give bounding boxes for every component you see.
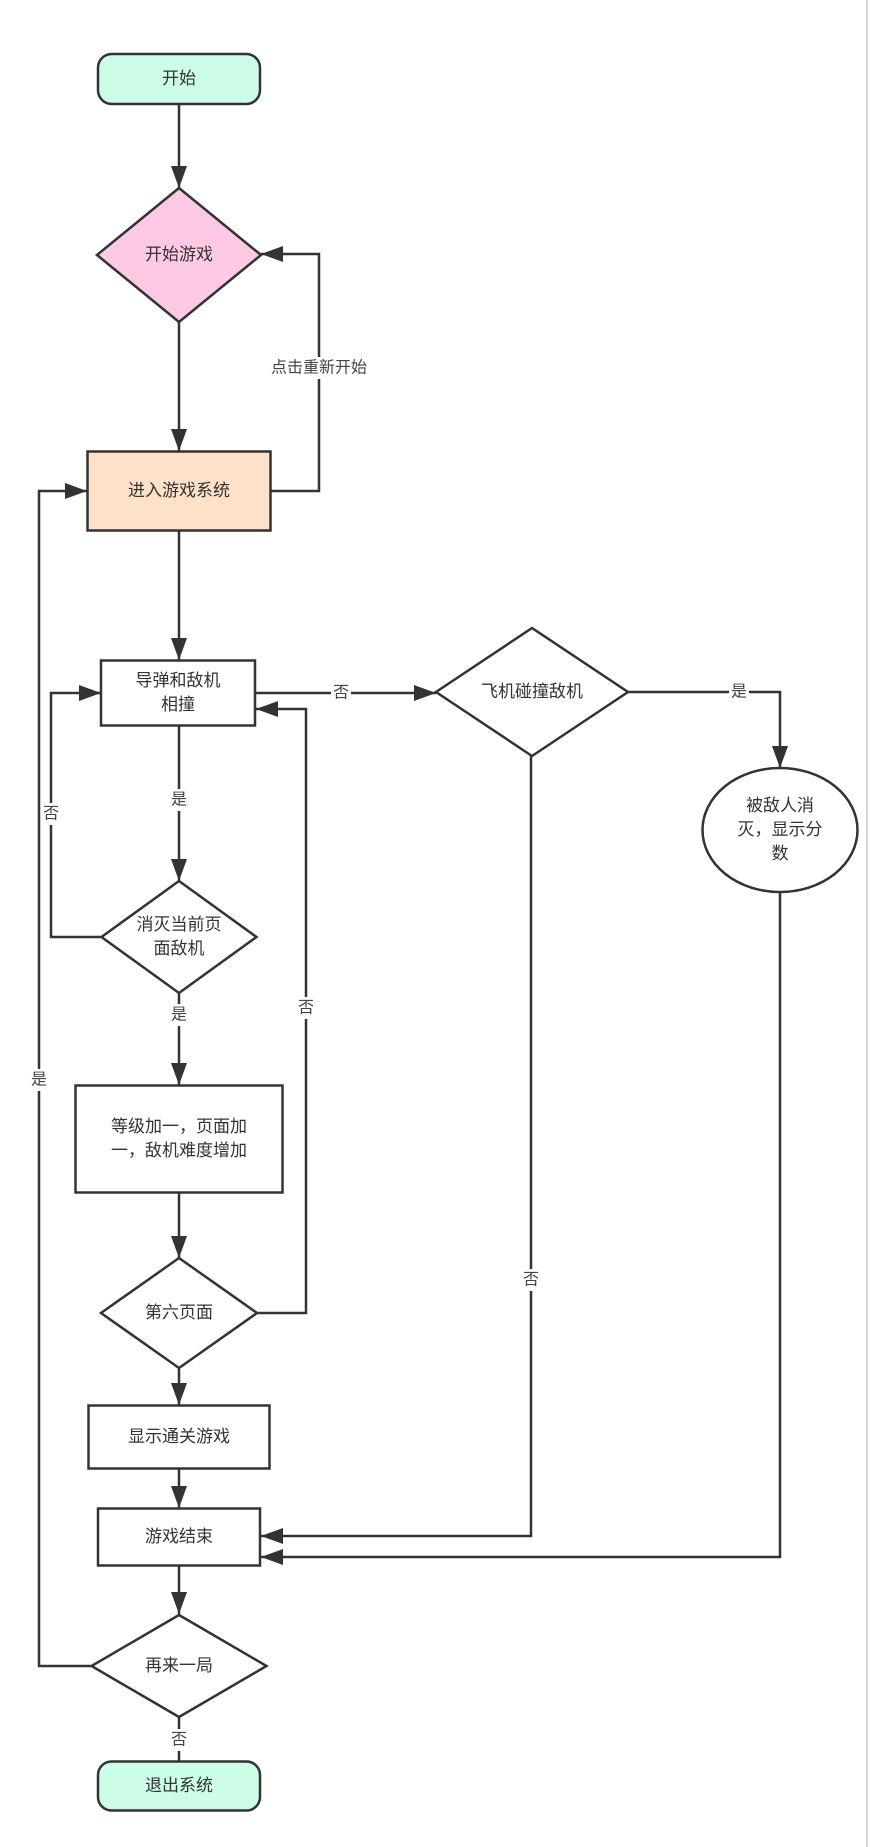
node-enter-system: 进入游戏系统	[86, 450, 272, 532]
edge-label-bg	[729, 681, 749, 703]
edge-plane-collide-to-destroyed-score	[628, 690, 788, 768]
edge-label: 否	[43, 804, 59, 823]
edge-destroyed-score-to-game-over	[261, 892, 782, 1565]
node-label: 灭，显示分	[738, 820, 823, 840]
edge-label-bg	[296, 997, 316, 1019]
node-label: 导弹和敌机	[136, 671, 221, 691]
edge-label: 是	[31, 1070, 47, 1089]
node-label: 等级加一，页面加	[111, 1117, 247, 1137]
node-label: 再来一局	[145, 1656, 213, 1676]
node-label: 第六页面	[145, 1303, 213, 1323]
edge-label: 是	[731, 682, 747, 701]
edge-label-bg	[41, 803, 61, 825]
edge-label-bg	[269, 357, 369, 379]
process-shape	[87, 1404, 271, 1470]
edge-label-bg	[29, 1069, 49, 1091]
ellipse-shape	[701, 766, 859, 894]
process-shape	[86, 450, 272, 532]
node-label: 相撞	[161, 695, 195, 715]
decision-shape	[98, 1256, 260, 1370]
node-label: 开始	[162, 69, 196, 89]
node-label: 消灭当前页	[137, 915, 222, 935]
node-label: 被敌人消	[746, 796, 814, 816]
terminal-shape	[96, 1760, 262, 1812]
edge-label: 点击重新开始	[271, 358, 367, 377]
node-show-clear: 显示通关游戏	[87, 1404, 271, 1470]
edge-label: 是	[171, 1005, 187, 1024]
decision-shape	[99, 879, 259, 995]
edge-label-bg	[169, 1729, 189, 1751]
node-plane-collide: 飞机碰撞敌机	[433, 626, 631, 758]
node-label: 退出系统	[145, 1776, 213, 1796]
decision-shape	[89, 1613, 269, 1719]
decision-shape	[433, 626, 631, 758]
node-label: 游戏结束	[145, 1527, 213, 1547]
edge-label: 否	[523, 1270, 539, 1289]
terminal-shape	[96, 52, 262, 106]
edge-label-bg	[331, 682, 351, 704]
edge-label: 否	[333, 683, 349, 702]
process-shape	[74, 1084, 284, 1194]
node-play-again: 再来一局	[89, 1613, 269, 1719]
node-start-game: 开始游戏	[95, 186, 263, 324]
node-label: 进入游戏系统	[128, 481, 230, 501]
edge-label: 是	[171, 790, 187, 809]
edge-plane-collide-to-game-over	[261, 756, 533, 1544]
page-edge-border	[866, 0, 868, 1847]
edge-label-bg	[169, 789, 189, 811]
node-start: 开始	[96, 52, 262, 106]
process-shape	[99, 659, 257, 727]
node-label: 显示通关游戏	[128, 1427, 230, 1447]
node-label: 开始游戏	[145, 245, 213, 265]
node-label: 飞机碰撞敌机	[481, 682, 583, 702]
node-label: 数	[772, 844, 789, 864]
node-game-over: 游戏结束	[96, 1507, 262, 1567]
edge-label: 否	[298, 998, 314, 1017]
edge-label: 否	[171, 1730, 187, 1749]
node-label: 面敌机	[154, 939, 205, 959]
edge-label-bg	[521, 1269, 541, 1291]
node-label: 一，敌机难度增加	[111, 1141, 247, 1161]
node-sixth-page: 第六页面	[98, 1256, 260, 1370]
process-shape	[96, 1507, 262, 1567]
decision-shape	[95, 186, 263, 324]
edge-label-bg	[169, 1004, 189, 1026]
node-exit-system: 退出系统	[96, 1760, 262, 1812]
